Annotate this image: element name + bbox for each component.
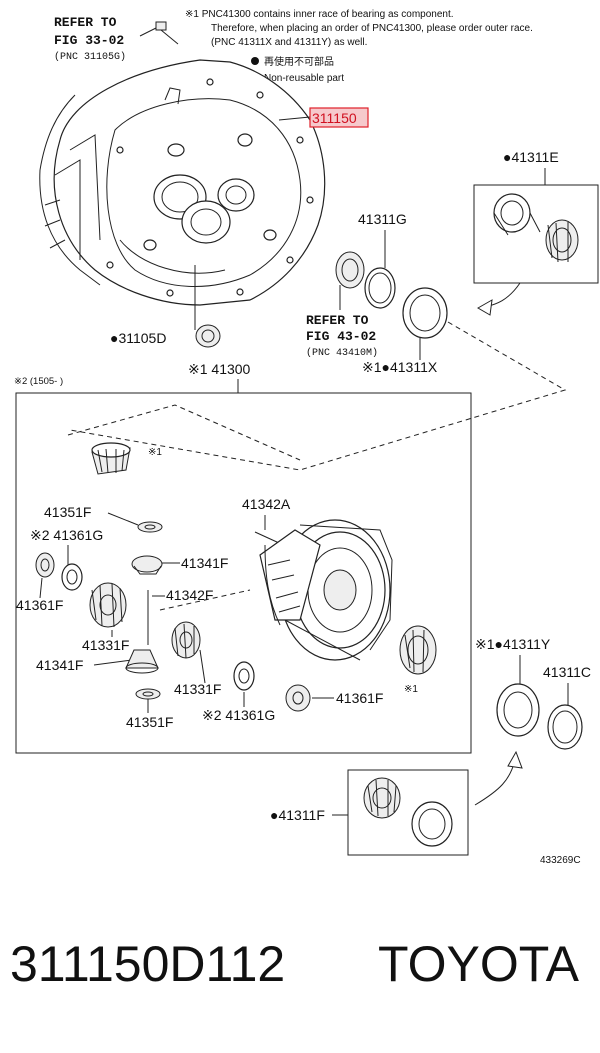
pinion-gear-icon bbox=[125, 649, 159, 674]
differential-group-box bbox=[15, 392, 472, 754]
thrust-washer-icon bbox=[61, 563, 83, 591]
part-label-41300[interactable]: ※1 41300 bbox=[188, 361, 251, 377]
refer-fig33-line3: (PNC 31105G) bbox=[54, 51, 126, 63]
thrust-washer-icon bbox=[135, 688, 161, 700]
shim-icon bbox=[547, 704, 583, 750]
part-label-41351F-a[interactable]: 41351F bbox=[44, 504, 91, 520]
part-label-41341F-a[interactable]: 41341F bbox=[181, 555, 228, 571]
part-label-41331F-b[interactable]: 41331F bbox=[174, 681, 221, 697]
part-label-41361F-a[interactable]: 41361F bbox=[16, 597, 63, 613]
part-label-41341F-b[interactable]: 41341F bbox=[36, 657, 83, 673]
bearing-outer-race-icon bbox=[493, 193, 541, 236]
ring-gear-assembly-icon bbox=[259, 519, 393, 661]
legend-jp: 再使用不可部品 bbox=[264, 55, 334, 68]
note-line-1: ※1 PNC41300 contains inner race of beari… bbox=[185, 9, 454, 20]
part-label-41361G-a[interactable]: ※2 41361G bbox=[30, 527, 103, 543]
bearing-cone-icon bbox=[399, 625, 437, 675]
part-label-311150[interactable]: 311150 bbox=[312, 110, 357, 126]
note-line-3: (PNC 41311X and 41311Y) as well. bbox=[211, 37, 367, 48]
legend-en: Non-reusable part bbox=[264, 73, 344, 84]
bearing-outer-race-icon bbox=[402, 287, 448, 339]
transaxle-case-drawing bbox=[39, 59, 326, 306]
pinion-gear-icon bbox=[131, 555, 163, 575]
bearing-box-f bbox=[347, 769, 469, 856]
thrust-washer-icon bbox=[285, 684, 311, 712]
part-label-41331F-a[interactable]: 41331F bbox=[82, 637, 129, 653]
part-label-41311X[interactable]: ※1●41311X bbox=[362, 359, 438, 375]
thrust-washer-icon bbox=[233, 661, 255, 691]
bearing-cone-icon bbox=[363, 777, 401, 819]
part-label-41311Y[interactable]: ※1●41311Y bbox=[475, 636, 551, 652]
thrust-washer-icon bbox=[35, 552, 55, 578]
bearing-box-e bbox=[473, 184, 599, 284]
part-label-41311C[interactable]: 41311C bbox=[543, 664, 591, 680]
oil-seal-icon bbox=[195, 324, 221, 348]
brand-caption: TOYOTA bbox=[378, 936, 579, 992]
part-label-41342A[interactable]: 41342A bbox=[242, 496, 291, 512]
note-mark-star1: ※1 bbox=[148, 447, 162, 458]
thrust-washer-icon bbox=[137, 521, 163, 533]
note-line-2: Therefore, when placing an order of PNC4… bbox=[211, 23, 533, 34]
part-label-41311G[interactable]: 41311G bbox=[358, 211, 407, 227]
refer-fig33-line1: REFER TO bbox=[54, 15, 117, 30]
shim-icon bbox=[364, 267, 396, 309]
part-label-41311F[interactable]: ●41311F bbox=[270, 807, 325, 823]
bearing-inner-race-icon bbox=[545, 219, 579, 263]
group-note: ※2 (1505- ) bbox=[14, 376, 63, 387]
part-label-31105D[interactable]: ●31105D bbox=[110, 330, 166, 346]
part-label-41342F[interactable]: 41342F bbox=[166, 587, 213, 603]
legend-dot-icon bbox=[251, 57, 259, 65]
refer-fig43-line1: REFER TO bbox=[306, 313, 369, 328]
refer-fig43-line3: (PNC 43410M) bbox=[306, 347, 378, 359]
part-label-41361F-b[interactable]: 41361F bbox=[336, 690, 383, 706]
part-number-caption: 311150D112 bbox=[10, 936, 286, 992]
bearing-outer-race-icon bbox=[496, 683, 540, 737]
bearing-outer-race-icon bbox=[411, 801, 453, 847]
part-label-41361G-b[interactable]: ※2 41361G bbox=[202, 707, 275, 723]
highlight-box bbox=[309, 107, 369, 128]
bearing-cone-icon bbox=[335, 251, 365, 289]
bearing-cone-icon bbox=[91, 442, 131, 475]
diagram-id: 433269C bbox=[540, 855, 581, 866]
refer-fig43-line2: FIG 43-02 bbox=[306, 329, 376, 344]
bolt-icon bbox=[139, 21, 179, 45]
part-label-41311E[interactable]: ●41311E bbox=[503, 149, 559, 165]
note-mark-star1: ※1 bbox=[404, 684, 418, 695]
refer-fig33-line2: FIG 33-02 bbox=[54, 33, 124, 48]
side-gear-icon bbox=[89, 582, 127, 628]
side-gear-icon bbox=[171, 621, 201, 659]
part-label-41351F-b[interactable]: 41351F bbox=[126, 714, 173, 730]
